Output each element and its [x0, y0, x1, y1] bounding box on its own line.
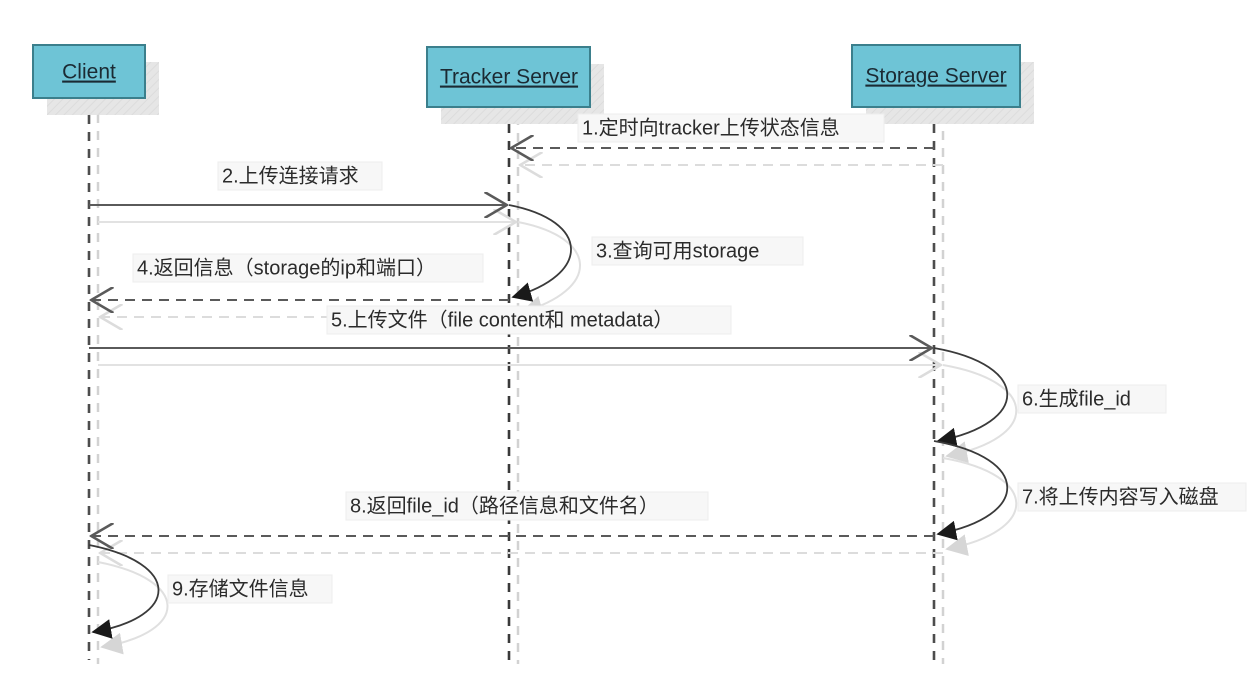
participant-box-tracker[interactable] [426, 46, 591, 108]
message-8[interactable]: 8.返回file_id（路径信息和文件名） [93, 491, 943, 553]
message-label-5: 5.上传文件（file content和 metadata） [331, 308, 673, 331]
message-selfloop-9[interactable] [88, 544, 160, 639]
participant-box-client[interactable] [32, 44, 146, 99]
message-label-bg-9 [167, 574, 333, 604]
message-label-3: 3.查询可用storage [596, 239, 759, 262]
message-7[interactable]: 7.将上传内容写入磁盘 [933, 440, 1247, 556]
message-9[interactable]: 9.存储文件信息 [88, 544, 333, 655]
message-label-bg-3 [591, 236, 804, 266]
message-label-bg-8 [345, 491, 709, 521]
participant-box-storage[interactable] [851, 44, 1021, 108]
message-6[interactable]: 6.生成file_id [933, 347, 1167, 463]
message-label-bg-5 [326, 305, 732, 335]
message-label-bg-7 [1017, 482, 1247, 512]
message-1[interactable]: 1.定时向tracker上传状态信息 [513, 113, 943, 165]
message-label-9: 9.存储文件信息 [172, 577, 309, 600]
message-selfloop-shadow-6 [942, 364, 1018, 463]
message-selfloop-shadow-3 [517, 221, 581, 318]
message-selfloop-6[interactable] [933, 347, 1009, 448]
message-label-8: 8.返回file_id（路径信息和文件名） [350, 494, 659, 517]
message-label-2: 2.上传连接请求 [222, 164, 359, 187]
participant-tracker[interactable]: Tracker Server [426, 46, 604, 124]
message-label-1: 1.定时向tracker上传状态信息 [582, 116, 840, 139]
participant-storage[interactable]: Storage Server [851, 44, 1034, 124]
message-selfloop-shadow-7 [942, 457, 1018, 556]
message-2[interactable]: 2.上传连接请求 [89, 161, 514, 222]
message-label-7: 7.将上传内容写入磁盘 [1022, 485, 1219, 508]
message-5[interactable]: 5.上传文件（file content和 metadata） [89, 305, 939, 365]
message-selfloop-3[interactable] [508, 204, 572, 302]
message-selfloop-shadow-9 [97, 561, 169, 655]
participant-label-client: Client [62, 61, 116, 84]
message-4[interactable]: 4.返回信息（storage的ip和端口） [93, 253, 518, 317]
message-label-bg-4 [132, 253, 484, 283]
participant-label-storage: Storage Server [865, 65, 1006, 88]
message-label-bg-6 [1017, 384, 1167, 414]
message-label-bg-1 [577, 113, 885, 143]
message-3[interactable]: 3.查询可用storage [508, 204, 804, 318]
participant-label-tracker: Tracker Server [440, 66, 578, 89]
message-label-bg-2 [217, 161, 383, 191]
message-selfloop-7[interactable] [933, 440, 1009, 541]
message-label-4: 4.返回信息（storage的ip和端口） [137, 256, 436, 279]
participant-client[interactable]: Client [32, 44, 159, 115]
message-label-6: 6.生成file_id [1022, 387, 1131, 410]
